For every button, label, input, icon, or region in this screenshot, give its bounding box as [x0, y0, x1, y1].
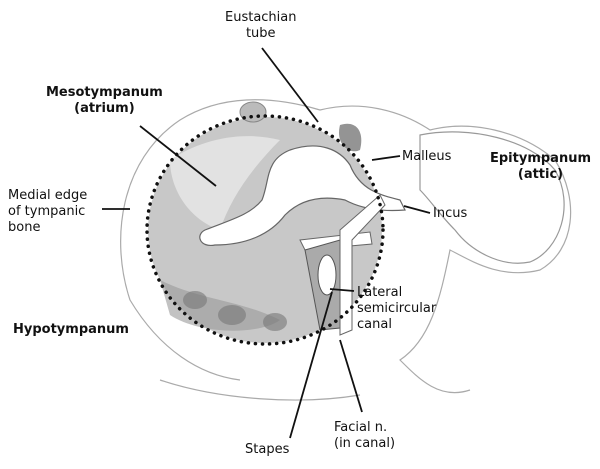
label-hypotympanum: Hypotympanum [13, 322, 129, 337]
label-line: (attic) [517, 167, 564, 182]
label-incus: Incus [433, 206, 468, 221]
air-cell [263, 313, 287, 331]
label-line: Eustachian [225, 10, 297, 25]
label-mesotympanum: Mesotympanum (atrium) [46, 85, 163, 117]
label-line: Epitympanum [490, 151, 592, 166]
label-line: Mesotympanum [46, 85, 163, 100]
oval-window [317, 254, 337, 296]
label-line: tube [245, 26, 276, 41]
label-epitympanum: Epitympanum (attic) [490, 151, 591, 183]
label-malleus: Malleus [402, 149, 452, 164]
label-line: (atrium) [74, 101, 135, 116]
incus-malleus-body [419, 131, 565, 264]
bone-outline [120, 99, 572, 401]
facial-canal [339, 194, 386, 336]
label-line: Medial edge [8, 188, 88, 203]
air-cell [218, 305, 246, 325]
label-facial-nerve: Facial n. (in canal) [334, 420, 395, 452]
label-line: of tympanic [8, 204, 86, 219]
label-medial-edge: Medial edge of tympanic bone [8, 188, 87, 236]
label-line: semicircular [357, 301, 437, 316]
label-line: Facial n. [334, 420, 388, 435]
label-line: Lateral [357, 285, 403, 300]
mesotympanum-boundary [145, 114, 385, 346]
label-line: canal [357, 317, 392, 332]
label-lateral-semicircular-canal: Lateral semicircular canal [357, 285, 436, 333]
label-stapes: Stapes [245, 442, 290, 457]
label-eustachian-tube: Eustachian tube [225, 10, 297, 42]
label-line: (in canal) [334, 436, 396, 451]
air-cell [183, 291, 207, 309]
label-line: bone [8, 220, 41, 235]
promontory-highlight [170, 136, 280, 230]
ossicular-chain [199, 145, 406, 247]
leader-lines [102, 47, 431, 439]
